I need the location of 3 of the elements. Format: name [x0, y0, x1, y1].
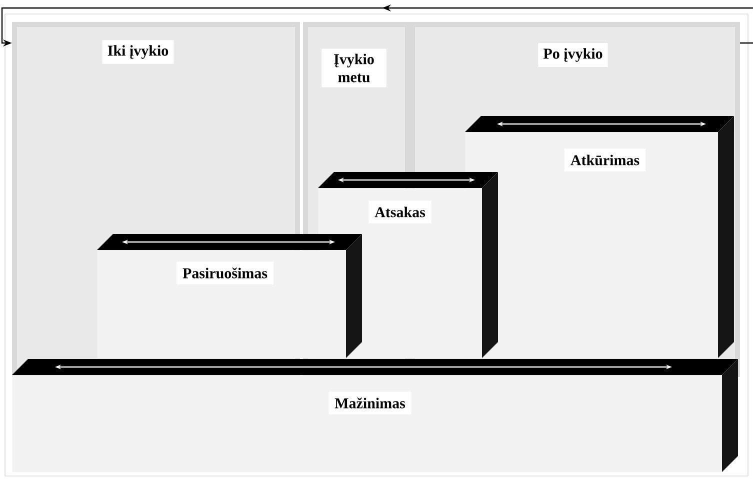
- step-block: Mažinimas: [12, 359, 738, 472]
- step-block: Pasiruošimas: [97, 234, 362, 358]
- node-label: Atkūrimas: [570, 154, 640, 166]
